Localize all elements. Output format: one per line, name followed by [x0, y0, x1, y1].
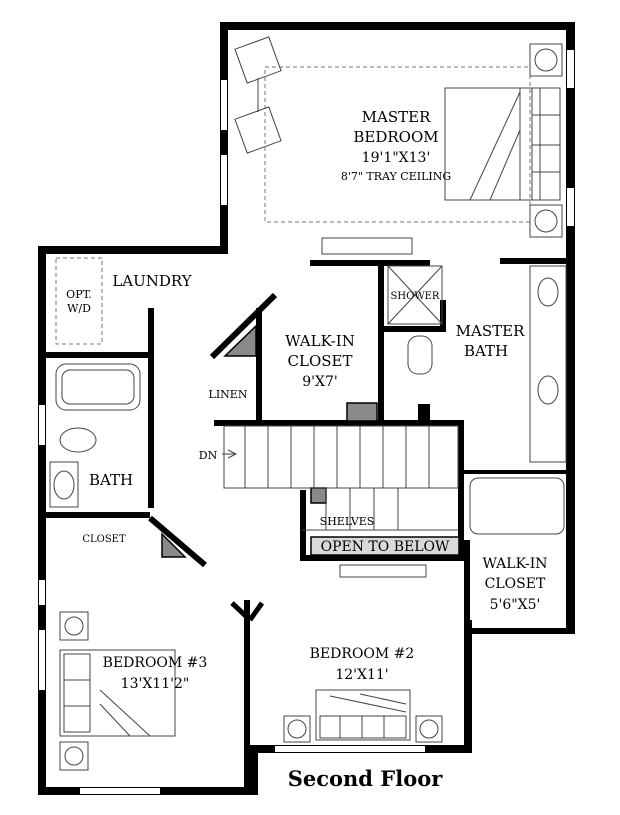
dn-label: DN — [199, 449, 218, 462]
bath-fixtures — [49, 363, 141, 508]
bedroom-2-label: BEDROOM #2 — [310, 646, 415, 662]
master-bedroom-label-2: BEDROOM — [353, 128, 438, 146]
bedroom-3-label: BEDROOM #3 — [103, 655, 208, 671]
opt-wd-label-2: W/D — [67, 302, 91, 315]
walkin-closet-2-size: 5'6"X5' — [490, 597, 541, 613]
master-bath-fixtures — [407, 265, 567, 535]
armchairs — [234, 36, 282, 154]
bedroom-2-furniture — [283, 564, 443, 743]
washer-dryer-space — [55, 257, 103, 345]
open-to-below-box — [310, 536, 460, 556]
walkin-closet-1-size: 9'X7' — [302, 374, 337, 390]
opt-wd-label-1: OPT. — [66, 288, 92, 301]
closet-chase — [161, 532, 187, 558]
column-chase — [346, 402, 378, 422]
master-bed — [264, 43, 563, 238]
floor-title: Second Floor — [287, 766, 443, 791]
master-bath-label-2: BATH — [464, 342, 508, 360]
bedroom-2-size: 12'X11' — [335, 667, 388, 683]
staircase — [222, 425, 459, 531]
bedroom-3-size: 13'X11'2" — [121, 676, 190, 692]
linen-label: LINEN — [209, 388, 248, 401]
shower-stall — [387, 265, 443, 325]
diagonal-walls — [148, 292, 278, 622]
master-bedroom-label-1: MASTER — [362, 108, 431, 126]
bath-label: BATH — [89, 471, 133, 489]
master-bedroom-size: 19'1"X13' — [362, 150, 431, 166]
walkin-closet-2-label-2: CLOSET — [485, 576, 546, 592]
linen-chase — [223, 324, 257, 357]
master-bath-label-1: MASTER — [456, 322, 525, 340]
bedroom-3-furniture — [59, 611, 176, 771]
closet-label: CLOSET — [82, 534, 126, 545]
exterior-walls — [38, 22, 575, 795]
shelves-label: SHELVES — [320, 515, 375, 528]
master-bedroom-note: 8'7" TRAY CEILING — [341, 170, 451, 183]
open-to-below-label: OPEN TO BELOW — [321, 539, 450, 555]
interior-walls — [46, 258, 570, 794]
walkin-closet-2-label-1: WALK-IN — [482, 556, 547, 572]
stair-post — [310, 487, 327, 504]
shower-label: SHOWER — [391, 291, 440, 302]
walkin-closet-1-label-1: WALK-IN — [285, 332, 355, 350]
walkin-closet-1-label-2: CLOSET — [288, 352, 353, 370]
master-window-bench — [321, 237, 413, 255]
laundry-label: LAUNDRY — [112, 272, 192, 290]
